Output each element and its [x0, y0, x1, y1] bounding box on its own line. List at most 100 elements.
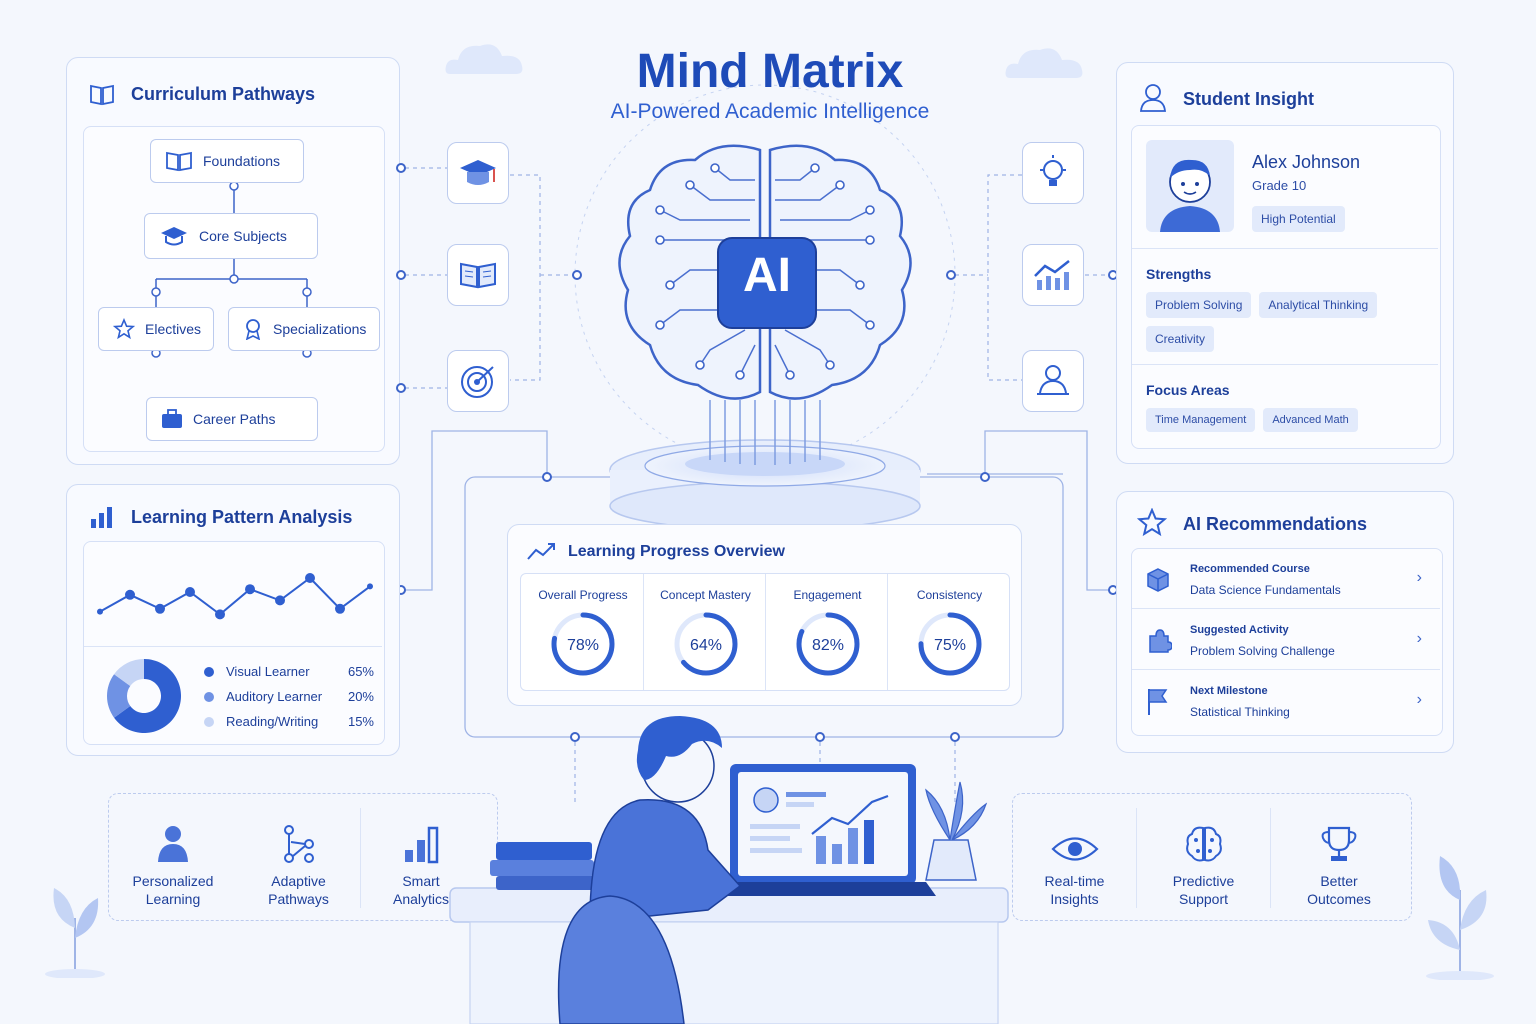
features-left: Personalized Learning Adaptive Pathways …: [108, 793, 498, 921]
ai-badge-label: AI: [743, 249, 791, 302]
education-icon-box[interactable]: [447, 142, 509, 204]
pattern-point: [185, 587, 195, 597]
feature-realtime: Real-time Insights: [1013, 808, 1137, 908]
student-insight-panel: Student Insight Alex Johnson Grade 10 Hi…: [1116, 62, 1454, 464]
legend-pct: 20%: [347, 689, 374, 704]
tree-connectors: [151, 181, 312, 358]
graduation-cap-icon: [161, 227, 187, 246]
feature-outcomes: Better Outcomes: [1271, 794, 1407, 920]
connector-dot: [542, 472, 552, 482]
gauge-value: 64%: [689, 637, 721, 654]
metric-label: Engagement: [793, 588, 862, 602]
pattern-point: [305, 573, 315, 583]
chevron-right-icon[interactable]: ›: [1416, 630, 1422, 647]
legend-swatch: [204, 666, 214, 677]
learning-pattern-panel: Learning Pattern Analysis Visual Learner…: [66, 484, 400, 756]
recommendation-item[interactable]: Next Milestone Statistical Thinking ›: [1132, 671, 1440, 731]
star-icon: [113, 318, 135, 340]
focus-chip: Time Management: [1146, 408, 1256, 432]
library-icon-box[interactable]: [447, 244, 509, 306]
gauge-fill: [674, 612, 737, 676]
trend-icon: [527, 543, 555, 560]
growth-icon-box[interactable]: [1022, 244, 1084, 306]
student-desk-illustration: [449, 716, 1009, 1024]
trophy-icon: [1321, 826, 1357, 861]
bar-chart-icon: [91, 507, 112, 528]
gauge-value: 78%: [567, 637, 599, 654]
ai-recommendations-title: AI Recommendations: [1183, 514, 1368, 534]
pattern-chart-area: Visual Learner 65% Auditory Learner 20% …: [83, 541, 385, 745]
legend-pct: 15%: [347, 714, 374, 729]
progress-overview-panel: Learning Progress Overview Overall Progr…: [507, 524, 1022, 706]
goal-icon-box[interactable]: [447, 350, 509, 412]
target-icon: [461, 366, 494, 398]
divider: [1132, 248, 1438, 249]
legend-swatch: [204, 691, 214, 702]
gauge-fill: [796, 612, 859, 676]
book-icon: [90, 84, 114, 106]
pattern-point: [367, 583, 373, 590]
page-title: Mind Matrix: [636, 45, 904, 98]
legend-visual: Visual Learner 65%: [204, 664, 374, 679]
connector-dot: [950, 732, 960, 742]
node-electives[interactable]: Electives: [98, 307, 214, 351]
legend-label: Visual Learner: [226, 664, 310, 679]
person-icon: [158, 826, 188, 862]
open-book-icon: [460, 262, 496, 289]
student-insight-title: Student Insight: [1183, 89, 1314, 109]
node-foundations[interactable]: Foundations: [150, 139, 304, 183]
pattern-series-line: [99, 576, 371, 616]
pattern-point: [335, 603, 345, 614]
node-specializations[interactable]: Specializations: [228, 307, 380, 351]
recommendation-title: Suggested Activity: [1190, 624, 1289, 636]
feature-label: Insights: [1050, 891, 1099, 907]
learning-style-donut: [107, 659, 181, 733]
curriculum-panel: Curriculum Pathways Foundations: [66, 57, 400, 465]
chevron-right-icon[interactable]: ›: [1416, 569, 1422, 586]
strength-chip: Creativity: [1146, 326, 1215, 352]
flag-icon: [1148, 689, 1168, 715]
feature-label: Personalized: [132, 873, 214, 889]
metric-mastery: Concept Mastery 64%: [643, 574, 767, 690]
mentor-icon-box[interactable]: [1022, 350, 1084, 412]
feature-label: Learning: [145, 891, 201, 907]
ai-brain-illustration: [609, 144, 921, 530]
connector-dot: [396, 270, 406, 280]
gauge-fill: [551, 612, 615, 676]
recommendation-item[interactable]: Recommended Course Data Science Fundamen…: [1132, 549, 1440, 609]
feature-label: Analytics: [392, 891, 450, 907]
feature-label: Support: [1178, 891, 1229, 907]
student-grade: Grade 10: [1252, 178, 1307, 193]
donut-slice: [107, 674, 131, 718]
person-desk-icon: [1037, 365, 1069, 395]
node-label: Specializations: [273, 321, 367, 337]
progress-gauge: 64%: [674, 612, 737, 676]
feature-label: Outcomes: [1307, 891, 1371, 907]
node-label: Career Paths: [193, 411, 276, 427]
feature-label: Real-time: [1044, 873, 1105, 889]
chevron-right-icon[interactable]: ›: [1416, 691, 1422, 708]
recommendation-item[interactable]: Suggested Activity Problem Solving Chall…: [1132, 610, 1440, 670]
divider: [84, 646, 382, 647]
pattern-point: [215, 609, 225, 620]
feature-label: Better: [1320, 873, 1358, 889]
node-career-paths[interactable]: Career Paths: [146, 397, 318, 441]
bar-chart-icon: [405, 826, 439, 864]
node-core-subjects[interactable]: Core Subjects: [144, 213, 318, 259]
recommendation-title: Next Milestone: [1190, 685, 1268, 697]
student-card: Alex Johnson Grade 10 High Potential Str…: [1131, 125, 1441, 449]
briefcase-icon: [162, 409, 182, 428]
gauge-fill: [918, 612, 981, 676]
pattern-line-chart: [97, 573, 373, 620]
idea-icon-box[interactable]: [1022, 142, 1084, 204]
connector-dot: [396, 383, 406, 393]
puzzle-icon: [1149, 629, 1172, 653]
strength-chip: Analytical Thinking: [1259, 292, 1378, 318]
focus-heading: Focus Areas: [1146, 382, 1230, 398]
features-right: Real-time Insights Predictive Support Be…: [1012, 793, 1412, 921]
donut-slice: [114, 659, 144, 687]
metric-label: Overall Progress: [538, 588, 628, 602]
recommendation-title: Recommended Course: [1190, 563, 1310, 575]
legend-reading: Reading/Writing 15%: [204, 714, 374, 729]
